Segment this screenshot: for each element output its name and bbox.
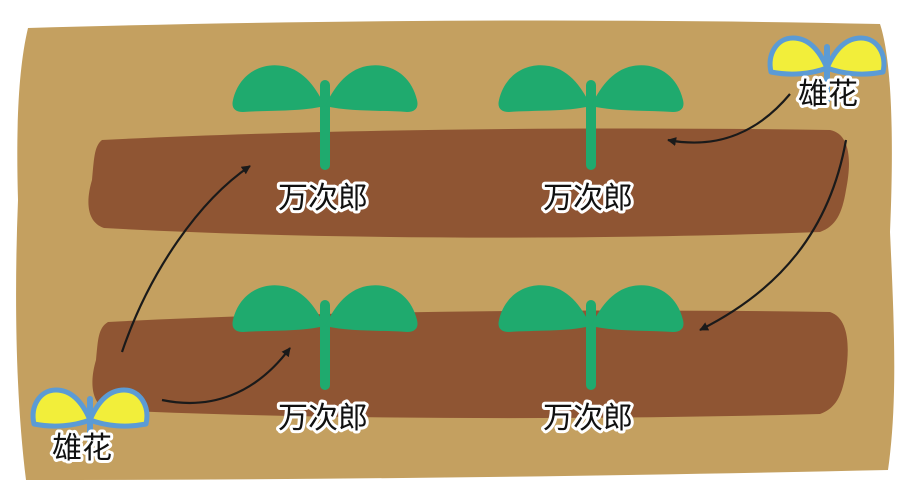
seedling-label-top-right: 万次郎 bbox=[543, 181, 633, 216]
male-flower-label-top-right: 雄花 bbox=[798, 77, 858, 112]
ridge-top bbox=[88, 128, 849, 237]
seedling-label-top-left: 万次郎 bbox=[278, 181, 368, 216]
seedling-label-bottom-right: 万次郎 bbox=[543, 401, 633, 436]
male-flower-label-bottom-left: 雄花 bbox=[52, 431, 112, 466]
seedling-label-bottom-left: 万次郎 bbox=[278, 401, 368, 436]
